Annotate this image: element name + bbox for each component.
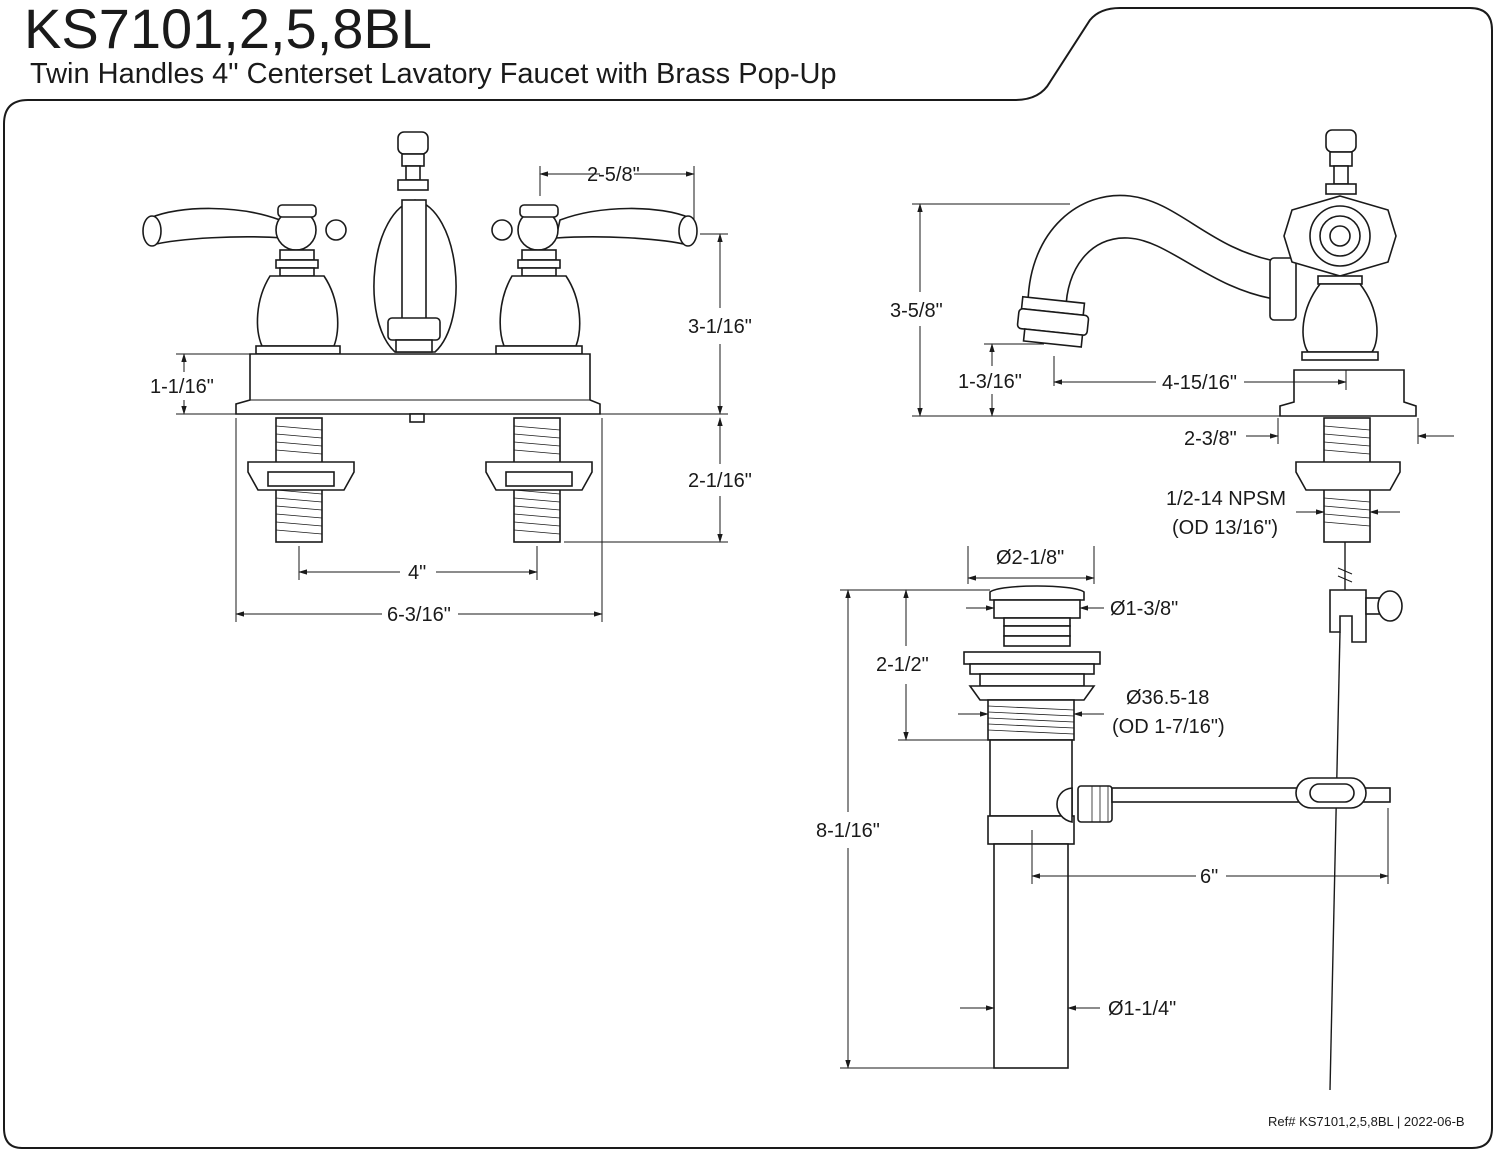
reference-code: Ref# KS7101,2,5,8BL | 2022-06-B <box>1268 1114 1465 1129</box>
side-thread-spec: 1/2-14 NPSM <box>1166 488 1286 510</box>
dim-spout-reach: 4-15/16" <box>1162 372 1237 394</box>
front-view-faucet <box>142 131 698 543</box>
dim-base-height: 1-1/16" <box>150 376 214 398</box>
dim-flange-dia: Ø2-1/8" <box>996 547 1064 569</box>
dim-handle-offset: 2-5/8" <box>587 164 640 186</box>
dim-stopper-dia: Ø1-3/8" <box>1110 598 1178 620</box>
pop-up-drain <box>963 585 1391 1069</box>
model-number: KS7101,2,5,8BL <box>24 0 432 60</box>
dim-aerator-height: 1-3/16" <box>958 371 1022 393</box>
side-thread-od: (OD 13/16") <box>1172 517 1278 539</box>
dim-center: 4" <box>408 562 426 584</box>
dim-tailpiece-dia: Ø1-1/4" <box>1108 998 1176 1020</box>
dim-drain-body-height: 2-1/2" <box>876 654 929 676</box>
dim-drain-overall-height: 8-1/16" <box>816 820 880 842</box>
front-view-dimensions <box>176 166 728 622</box>
dim-body-height: 3-1/16" <box>688 316 752 338</box>
product-subtitle: Twin Handles 4" Centerset Lavatory Fauce… <box>30 58 837 90</box>
drain-dimensions <box>840 546 1389 1069</box>
side-view-faucet <box>1016 129 1417 1091</box>
side-view-dimensions <box>912 203 1454 515</box>
drawing-frame <box>3 7 1493 1149</box>
dim-spout-height: 3-5/8" <box>890 300 943 322</box>
dim-base-depth: 2-3/8" <box>1184 428 1237 450</box>
dim-overall-width: 6-3/16" <box>387 604 451 626</box>
dim-rod-length: 6" <box>1200 866 1218 888</box>
dim-shank-length: 2-1/16" <box>688 470 752 492</box>
drain-thread-spec: Ø36.5-18 <box>1126 687 1209 709</box>
drain-thread-od: (OD 1-7/16") <box>1112 716 1225 738</box>
